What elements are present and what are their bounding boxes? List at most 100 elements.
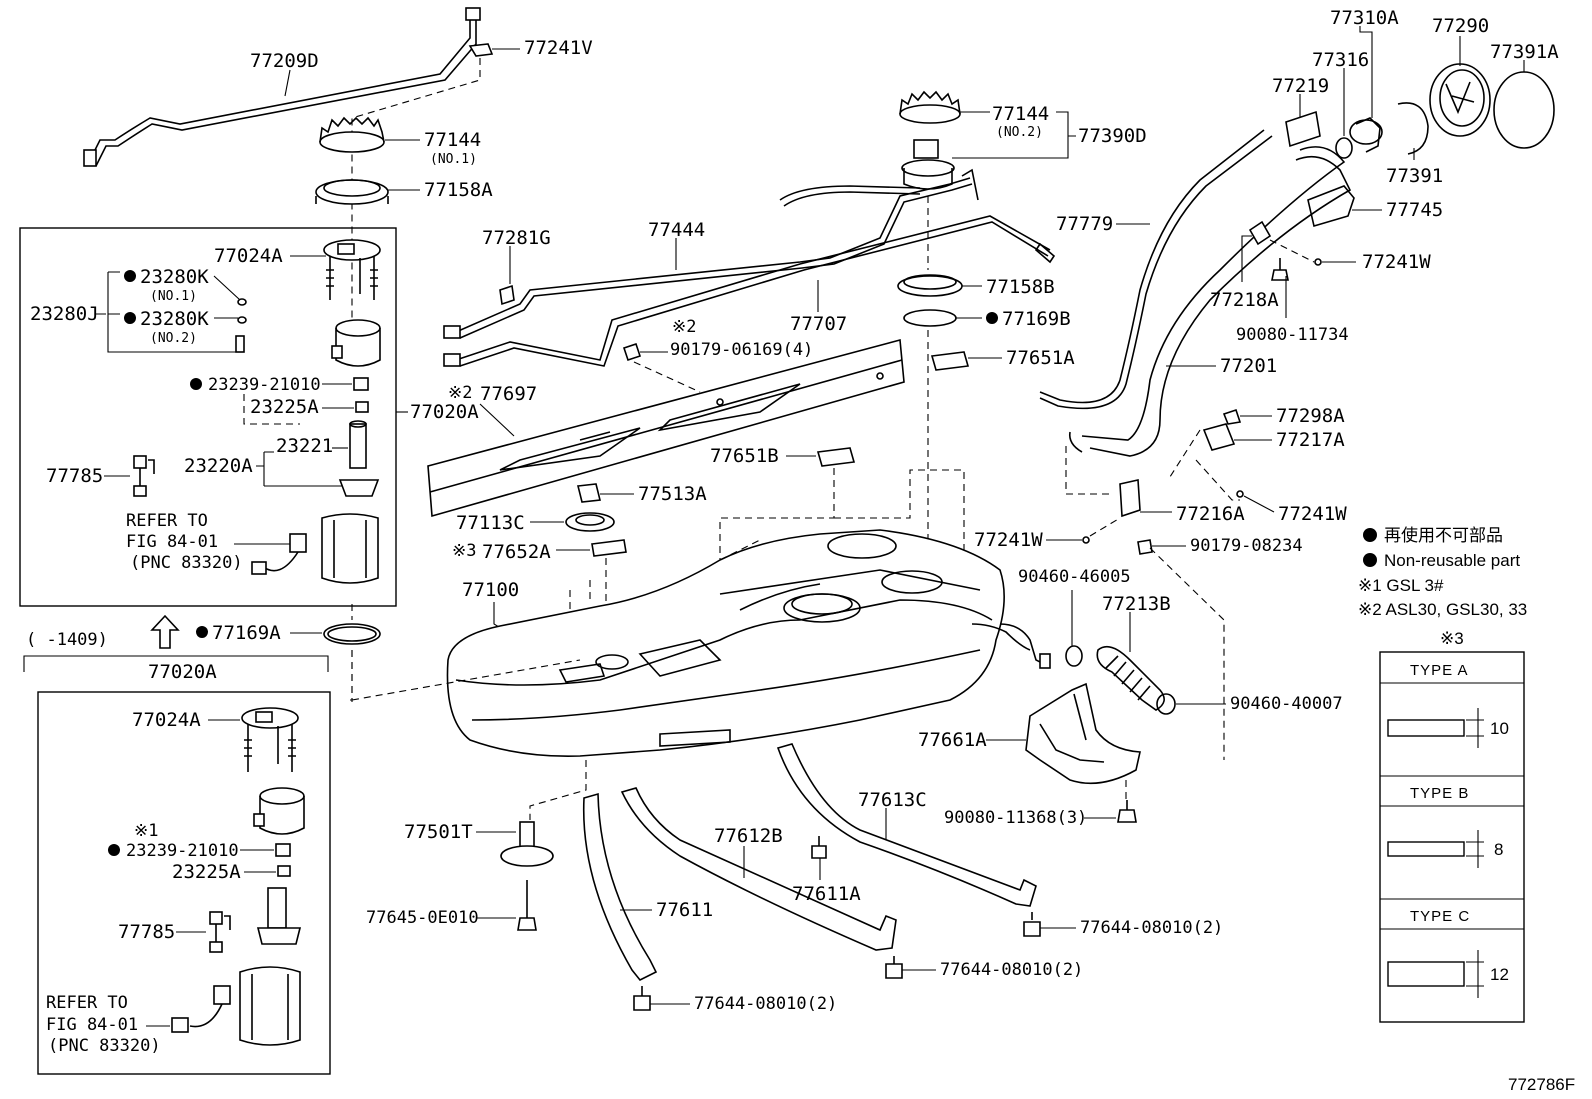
types-table bbox=[1379, 651, 1525, 1023]
label-77391A: 77391A bbox=[1490, 41, 1559, 63]
refer2-line3: (PNC 83320) bbox=[48, 1036, 161, 1056]
label-77513A: 77513A bbox=[638, 483, 707, 505]
label-77444: 77444 bbox=[648, 219, 705, 241]
label-77144-no1-sub: (NO.1) bbox=[430, 152, 477, 167]
part-filler-pipe-77201 bbox=[1068, 146, 1352, 457]
pump-assembly-box-1 bbox=[19, 227, 397, 607]
refer1-line3: (PNC 83320) bbox=[130, 553, 243, 573]
part-clamp-90460-40007 bbox=[1156, 693, 1176, 715]
bullet-dot-icon bbox=[1363, 528, 1377, 542]
part-cap-77113C bbox=[565, 512, 615, 532]
part-fuel-sender-reservoir-a bbox=[251, 513, 379, 584]
part-pad-77651A bbox=[930, 351, 970, 371]
part-protector-77219 bbox=[1285, 110, 1321, 148]
part-bolt-90080-11368 bbox=[1117, 800, 1137, 823]
label-77201: 77201 bbox=[1220, 355, 1277, 377]
part-clamp-90460-46005 bbox=[1065, 645, 1083, 667]
type-c-dim: 12 bbox=[1490, 965, 1509, 984]
type-b-dim: 8 bbox=[1494, 840, 1503, 859]
label-23280K-no1: 23280K bbox=[140, 266, 209, 288]
part-fuel-tube-77444 bbox=[443, 177, 973, 339]
part-nut-77513A bbox=[577, 483, 601, 503]
label-77611: 77611 bbox=[656, 899, 713, 921]
part-spacer-77501T bbox=[500, 821, 554, 867]
note3-mark-a: ※3 bbox=[452, 541, 476, 561]
label-77213B: 77213B bbox=[1102, 593, 1171, 615]
label-77216A: 77216A bbox=[1176, 503, 1245, 525]
part-strap-77612B bbox=[620, 787, 897, 951]
label-23221: 23221 bbox=[276, 435, 333, 457]
label-77100: 77100 bbox=[462, 579, 519, 601]
label-77661A: 77661A bbox=[918, 729, 987, 751]
bullet-dot-icon bbox=[196, 626, 208, 638]
label-77644-08010-b: 77644-08010(2) bbox=[940, 960, 1083, 980]
label-77645-0E010: 77645-0E010 bbox=[366, 908, 479, 928]
type-a-dim: 10 bbox=[1490, 719, 1509, 738]
label-90080-11734: 90080-11734 bbox=[1236, 325, 1349, 345]
label-77024A-a: 77024A bbox=[214, 245, 283, 267]
label-77169B: 77169B bbox=[1002, 308, 1071, 330]
up-arrow-icon bbox=[150, 614, 180, 649]
part-breather-tube-77779 bbox=[1039, 129, 1273, 410]
part-sender-plate-77024A-b bbox=[241, 707, 299, 772]
types-mark: ※3 bbox=[1440, 629, 1464, 648]
range-note: ( -1409) bbox=[26, 630, 108, 650]
label-77290: 77290 bbox=[1432, 15, 1489, 37]
label-77612B: 77612B bbox=[714, 825, 783, 847]
label-90179-06169: 90179-06169(4) bbox=[670, 340, 813, 360]
label-77316: 77316 bbox=[1312, 49, 1369, 71]
part-lock-ring-77144-no2 bbox=[899, 90, 961, 124]
part-fuel-filter-cup-b bbox=[253, 787, 305, 835]
label-23280J: 23280J bbox=[30, 303, 99, 325]
part-sender-plate-77024A-a bbox=[323, 239, 381, 300]
label-77241V: 77241V bbox=[524, 37, 593, 59]
part-pump-bracket bbox=[338, 479, 380, 497]
part-grommet-23239-b bbox=[275, 843, 291, 857]
part-clip-77241W-b bbox=[1236, 490, 1244, 498]
part-fuel-filter-cup bbox=[331, 319, 381, 367]
part-gasket-77158A bbox=[315, 179, 389, 205]
part-clip-77241V bbox=[468, 43, 494, 57]
part-pad-77651B bbox=[816, 447, 856, 467]
label-77652A: 77652A bbox=[482, 541, 551, 563]
label-77169A: 77169A bbox=[212, 622, 281, 644]
label-77644-08010-a: 77644-08010(2) bbox=[1080, 918, 1223, 938]
part-bracket-77745 bbox=[1307, 185, 1355, 228]
label-23225A-a: 23225A bbox=[250, 396, 319, 418]
label-77501T: 77501T bbox=[404, 821, 473, 843]
label-77745: 77745 bbox=[1386, 199, 1443, 221]
refer2-line1: REFER TO bbox=[46, 993, 128, 1013]
part-strap-77613C bbox=[776, 743, 1037, 907]
part-lock-ring-77144-no1 bbox=[319, 116, 385, 153]
label-90460-46005: 90460-46005 bbox=[1018, 567, 1131, 587]
bullet-dot-icon bbox=[108, 844, 120, 856]
part-bolt-77645 bbox=[517, 880, 537, 931]
type-c-shape bbox=[1387, 961, 1465, 987]
part-oring-23280K-1 bbox=[237, 298, 247, 306]
label-23225A-b: 23225A bbox=[172, 861, 241, 883]
label-77779: 77779 bbox=[1056, 213, 1113, 235]
label-77391: 77391 bbox=[1386, 165, 1443, 187]
part-nut-90179-08234 bbox=[1137, 539, 1153, 555]
part-bracket-77216A bbox=[1119, 479, 1141, 518]
part-bolt-77644-a bbox=[1023, 912, 1041, 937]
part-nut-90179-06169 bbox=[622, 342, 642, 362]
label-77158A: 77158A bbox=[424, 179, 493, 201]
label-23280K-no2: 23280K bbox=[140, 308, 209, 330]
label-77144-no2-sub: (NO.2) bbox=[996, 125, 1043, 140]
part-connector-77785-b bbox=[209, 911, 231, 953]
label-77241W-c: 77241W bbox=[974, 529, 1043, 551]
part-pad-77652A bbox=[591, 539, 627, 557]
part-clamp-77218A bbox=[1248, 220, 1272, 246]
label-77218A: 77218A bbox=[1210, 289, 1279, 311]
legend-note1: ※1 GSL 3# bbox=[1358, 576, 1444, 595]
bullet-dot-icon bbox=[1363, 553, 1377, 567]
part-bolt-77611A bbox=[811, 836, 827, 859]
part-fuel-tank-77100 bbox=[446, 529, 1031, 757]
label-77209D: 77209D bbox=[250, 50, 319, 72]
part-gasket-77158B bbox=[897, 274, 963, 297]
part-ring-77391A bbox=[1493, 71, 1555, 149]
part-filter-23225A bbox=[355, 401, 369, 413]
label-77144-no1: 77144 bbox=[424, 129, 481, 151]
label-23239-21010-b: 23239-21010 bbox=[126, 841, 239, 861]
